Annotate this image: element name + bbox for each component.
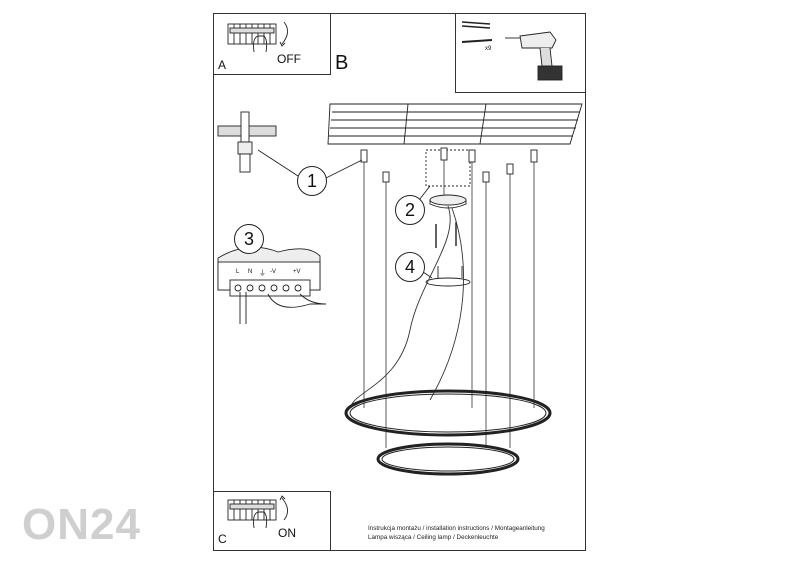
drill-icon <box>505 31 563 81</box>
ceiling-plate <box>327 103 583 145</box>
switch-on-icon <box>227 495 288 529</box>
canopy <box>429 194 467 209</box>
switch-off-icon <box>227 21 288 53</box>
step-1: 1 <box>297 166 327 196</box>
caption-line-2: Lampa wisząca / Ceiling lamp / Deckenleu… <box>368 534 499 541</box>
caption-line-1: Instrukcja montażu / installation instru… <box>368 525 545 532</box>
panel-b-label: B <box>335 52 349 74</box>
instruction-sheet <box>213 13 586 551</box>
terminal-label-l: L <box>236 269 240 275</box>
terminal-label-n: N <box>248 269 253 275</box>
upper-ring <box>344 389 552 437</box>
terminal-label-minus-v: -V <box>270 269 276 275</box>
screw-icon <box>461 21 493 43</box>
on-text: ON <box>278 526 296 540</box>
on24-watermark: ON24 <box>22 500 141 549</box>
suspension-cables <box>363 148 535 448</box>
screw-count: x9 <box>485 46 492 52</box>
panel-a-label: A <box>218 58 227 72</box>
lower-ring <box>376 442 520 476</box>
step-2: 2 <box>395 195 425 225</box>
panel-c-label: C <box>218 532 227 546</box>
step-3: 3 <box>234 224 264 254</box>
terminal-block-icon <box>217 246 327 324</box>
power-cord <box>351 205 451 405</box>
step-4: 4 <box>395 252 425 282</box>
ceiling-anchor-icon <box>217 111 299 177</box>
cover-ring <box>425 277 471 287</box>
terminal-label-ground: ⏚ <box>259 270 266 277</box>
caption: Instrukcja montażu / installation instru… <box>368 524 545 542</box>
off-text: OFF <box>277 52 301 66</box>
terminal-label-plus-v: +V <box>293 269 301 275</box>
